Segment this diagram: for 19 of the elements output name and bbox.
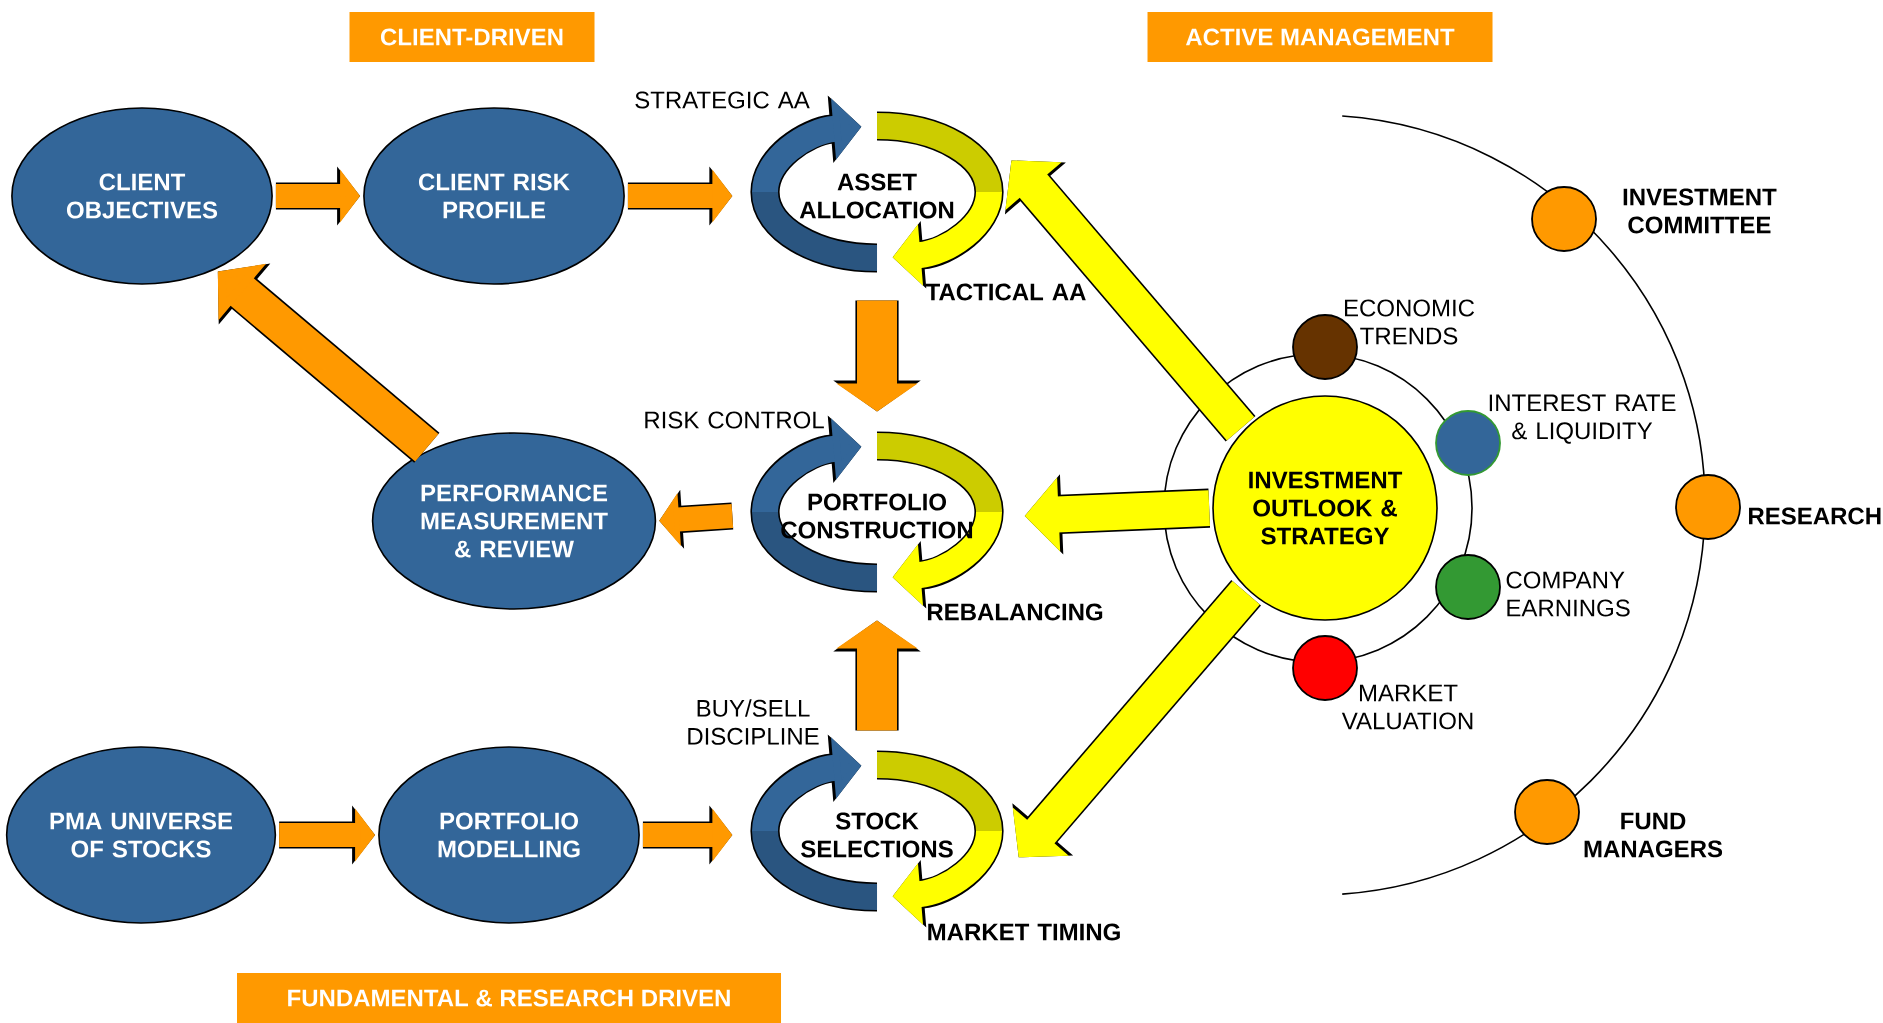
side-label: BUY/SELL DISCIPLINE [688, 699, 819, 745]
dot-label: MARKET VALUATION [1341, 684, 1473, 730]
cycle-title: ASSET ALLOCATION [799, 173, 954, 219]
dot-label: INTEREST RATE & LIQUIDITY [1489, 394, 1676, 444]
side-label: MARKET TIMING [928, 923, 1120, 941]
dot-label: ECONOMIC TRENDS [1345, 299, 1475, 345]
dot-label: COMPANY EARNINGS [1506, 571, 1630, 617]
block-arrow [1004, 160, 1256, 442]
dot-label: RESEARCH [1749, 507, 1881, 525]
banner: ACTIVE MANAGEMENT [1147, 12, 1493, 62]
cycle-title: STOCK SELECTIONS [801, 812, 953, 858]
side-label: REBALANCING [927, 603, 1103, 621]
banner: FUNDAMENTAL & RESEARCH DRIVEN [237, 973, 781, 1023]
dot-label: INVESTMENT COMMITTEE [1623, 188, 1777, 234]
side-label: TACTICAL AA [925, 283, 1086, 301]
dot-label: FUND MANAGERS [1584, 812, 1723, 858]
side-label: STRATEGIC AA [635, 91, 810, 109]
banner: CLIENT-DRIVEN [349, 12, 595, 62]
side-label: RISK CONTROL [645, 411, 824, 429]
